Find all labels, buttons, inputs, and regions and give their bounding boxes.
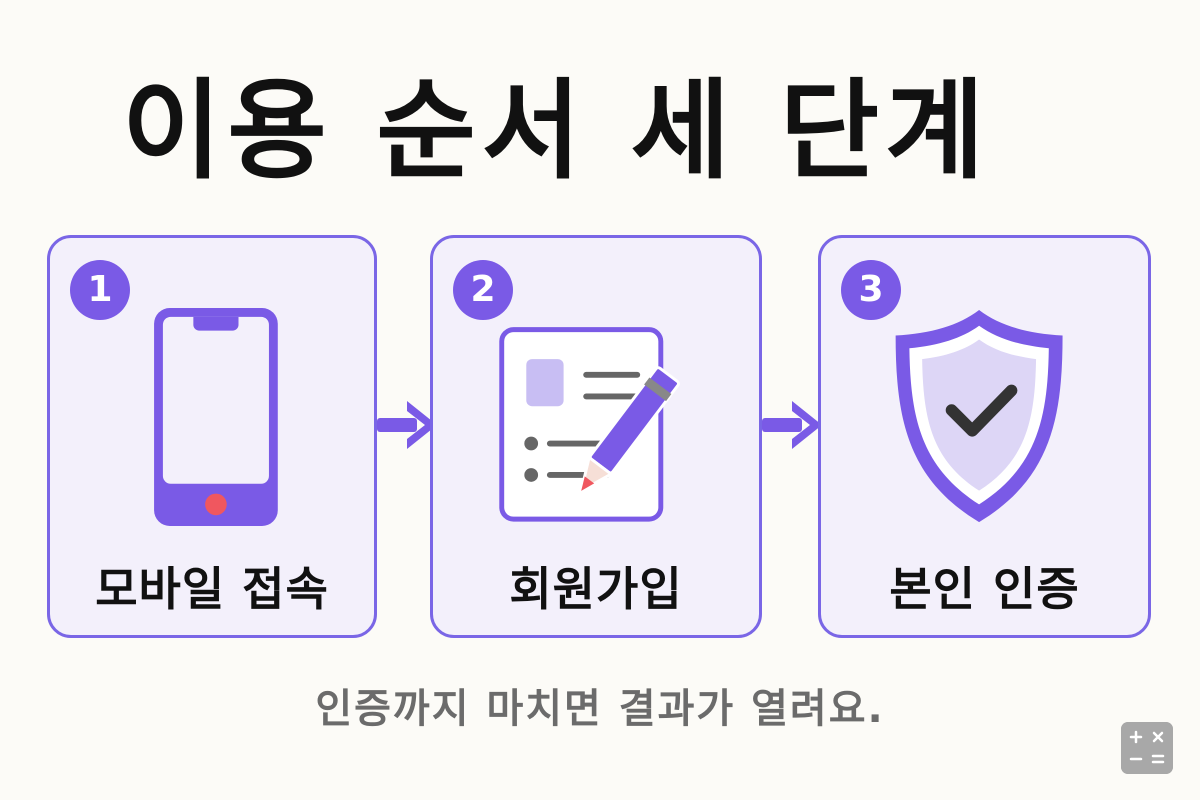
step-label: 모바일 접속 — [95, 562, 329, 616]
page-title: 이용 순서 세 단계 — [122, 69, 991, 194]
step-label: 회원가입 — [509, 562, 683, 616]
arrow-right-icon — [762, 401, 822, 449]
smartphone-icon — [154, 308, 278, 526]
step-label: 본인 인증 — [889, 562, 1080, 616]
step-card-signup: 2 회원가입 — [430, 235, 762, 638]
calculator-icon[interactable] — [1121, 722, 1173, 774]
footer-caption: 인증까지 마치면 결과가 열려요. — [315, 686, 885, 732]
step-number-badge: 1 — [70, 260, 130, 320]
shield-check-icon — [895, 309, 1063, 523]
step-card-identity-verification: 3 본인 인증 — [818, 235, 1151, 638]
step-number-badge: 2 — [453, 260, 513, 320]
step-number-badge: 3 — [841, 260, 901, 320]
arrow-right-icon — [377, 401, 437, 449]
step-card-mobile-access: 1 모바일 접속 — [47, 235, 377, 638]
signup-form-pencil-icon — [499, 327, 680, 522]
